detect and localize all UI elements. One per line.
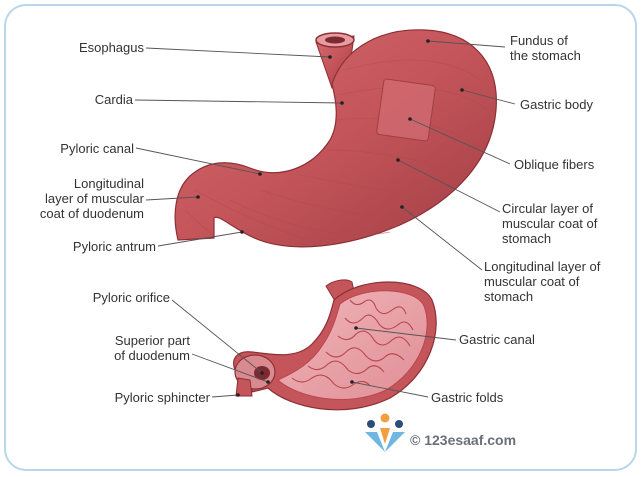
watermark-logo-icon bbox=[365, 413, 405, 452]
label-gastric-body: Gastric body bbox=[520, 97, 593, 112]
watermark-text: © 123esaaf.com bbox=[410, 432, 517, 448]
label-gastric-canal: Gastric canal bbox=[459, 332, 535, 347]
lower-stomach bbox=[233, 279, 437, 411]
label-cardia: Cardia bbox=[94, 92, 133, 107]
section-mucosa bbox=[277, 290, 428, 400]
label-superior-duodenum: Superior part of duodenum bbox=[114, 333, 190, 363]
label-gastric-folds: Gastric folds bbox=[431, 390, 504, 405]
leader-lines bbox=[134, 40, 516, 398]
label-fundus: Fundus of the stomach bbox=[510, 33, 581, 63]
label-esophagus: Esophagus bbox=[78, 40, 144, 55]
label-longitudinal-duodenum: Longitudinal layer of muscular coat of d… bbox=[39, 176, 144, 221]
label-pyloric-orifice: Pyloric orifice bbox=[92, 290, 170, 305]
label-oblique-fibers: Oblique fibers bbox=[514, 157, 595, 172]
leader-dots bbox=[196, 39, 464, 397]
label-pyloric-canal: Pyloric canal bbox=[60, 141, 134, 156]
label-longitudinal-stomach: Longitudinal layer of muscular coat of s… bbox=[484, 259, 601, 304]
label-pyloric-sphincter: Pyloric sphincter bbox=[114, 390, 210, 405]
gastric-folds-pattern bbox=[291, 299, 414, 389]
oblique-patch bbox=[376, 78, 436, 142]
label-pyloric-antrum: Pyloric antrum bbox=[72, 239, 156, 254]
upper-stomach bbox=[174, 29, 497, 248]
label-circular-layer: Circular layer of muscular coat of stoma… bbox=[502, 201, 598, 246]
